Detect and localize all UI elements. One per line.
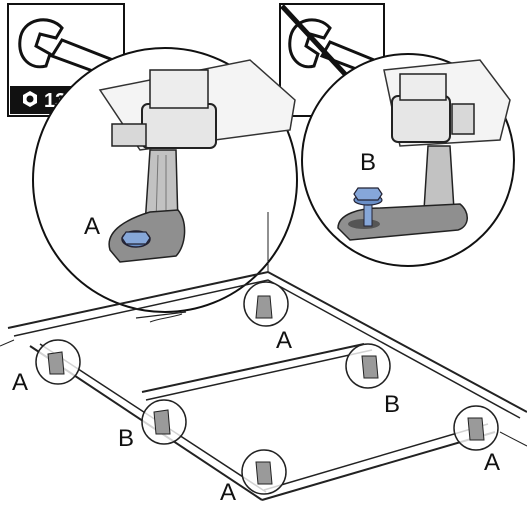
foot-marker-front-left: [35, 339, 81, 385]
foot-marker-back: [243, 281, 289, 327]
detail-right-label: B: [360, 149, 376, 176]
label-mid-right: B: [384, 391, 400, 418]
label-back-left: A: [276, 327, 292, 354]
bolt-icon: [121, 230, 151, 248]
foot-marker-mid-right: [345, 343, 391, 389]
foot-marker-mid-left: [141, 399, 187, 445]
detail-left-label: A: [84, 213, 100, 240]
label-front-middle: A: [220, 479, 236, 506]
detail-circle-right: B: [301, 53, 515, 267]
label-front-left: A: [12, 369, 28, 396]
foot-marker-front-middle: [241, 449, 287, 495]
label-mid-left: B: [118, 425, 134, 452]
hex-nut-icon: [23, 91, 37, 107]
detail-circle-left: A: [32, 47, 298, 313]
foot-marker-front-right: [453, 405, 499, 451]
label-front-right: A: [484, 449, 500, 476]
bolt-icon: [353, 187, 383, 227]
